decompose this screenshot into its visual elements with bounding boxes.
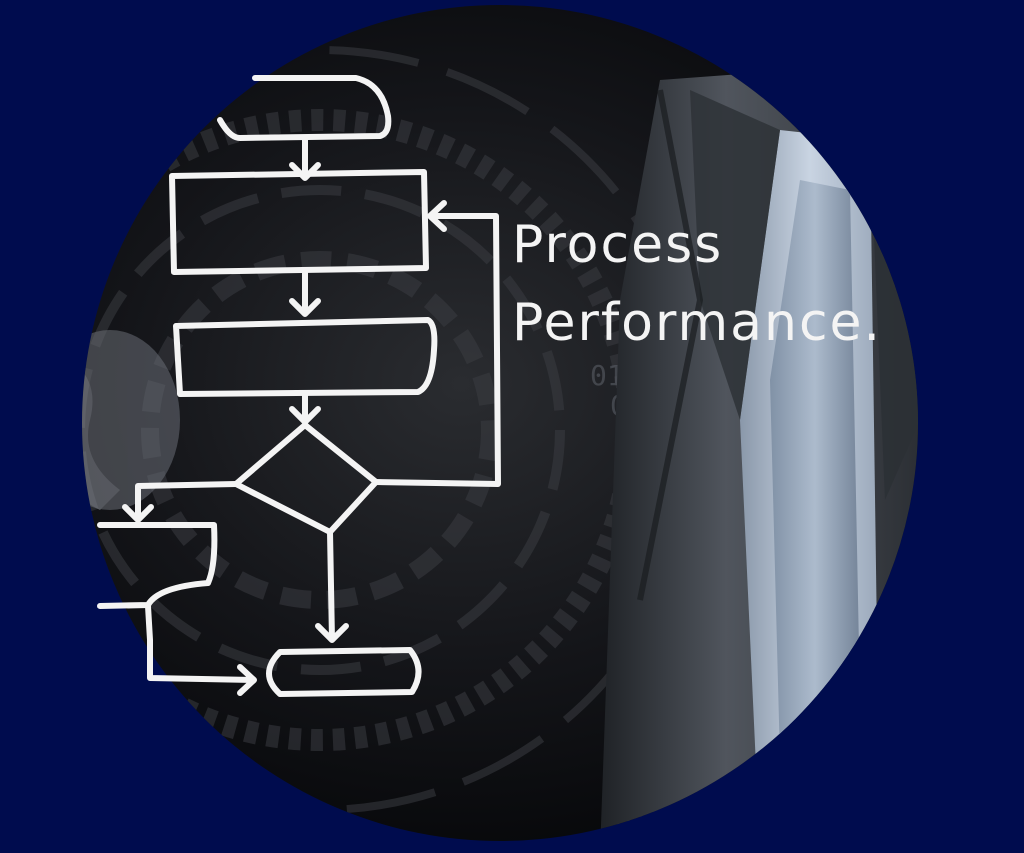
businessman-figure <box>600 60 918 841</box>
flowchart-left-connector <box>145 603 257 696</box>
flowchart-arrow-3 <box>289 391 321 425</box>
flowchart-start-terminator <box>217 75 392 141</box>
globe-silhouette <box>82 330 180 510</box>
flowchart-arrow-2 <box>289 269 321 317</box>
flowchart-drawing <box>97 75 501 697</box>
flowchart-left-box <box>97 522 218 609</box>
flowchart-branch-left <box>122 481 239 523</box>
label-process: Process <box>512 215 723 275</box>
flowchart-process-box-1 <box>169 169 429 275</box>
label-performance: Performance. <box>512 293 882 353</box>
flowchart-end-terminator <box>266 647 422 697</box>
flowchart-loop-arrow <box>373 200 501 487</box>
flowchart-arrow-down <box>315 529 349 643</box>
flowchart-process-box-2 <box>173 317 438 397</box>
